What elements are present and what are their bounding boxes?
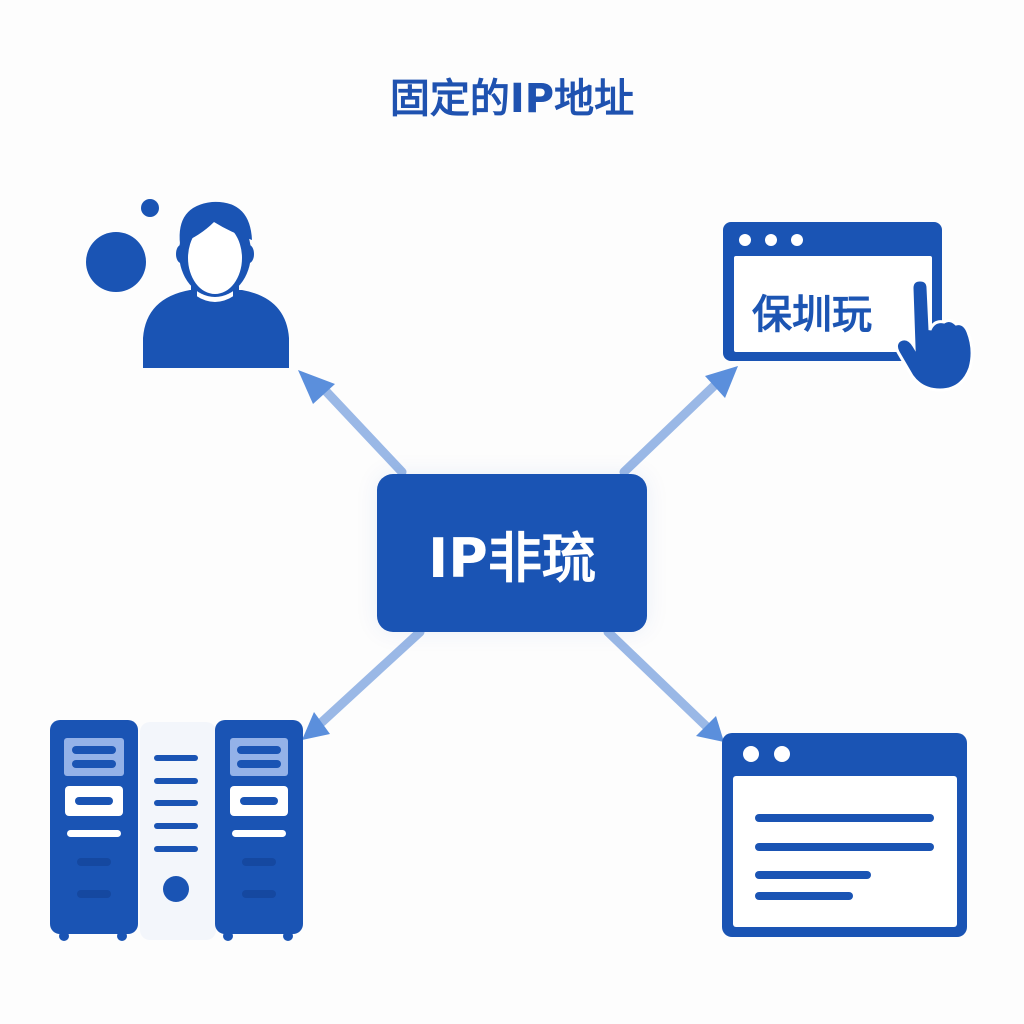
arrow-to-browser-click (619, 366, 738, 477)
arrow-to-browser-doc (603, 627, 724, 742)
browser-click-icon (723, 222, 974, 392)
server-rack-icon (50, 720, 303, 941)
browser-document-icon (722, 733, 967, 937)
browser-click-label: 保圳玩 (752, 292, 872, 338)
center-node: IP非琉 (377, 474, 647, 632)
arrow-to-server (302, 627, 425, 740)
diagram-title: 固定的IP地址 (389, 76, 635, 122)
user-icon (86, 199, 289, 368)
center-node-label: IP非琉 (428, 526, 596, 590)
arrow-to-user (298, 370, 407, 477)
hand-pointer-icon (894, 278, 974, 392)
